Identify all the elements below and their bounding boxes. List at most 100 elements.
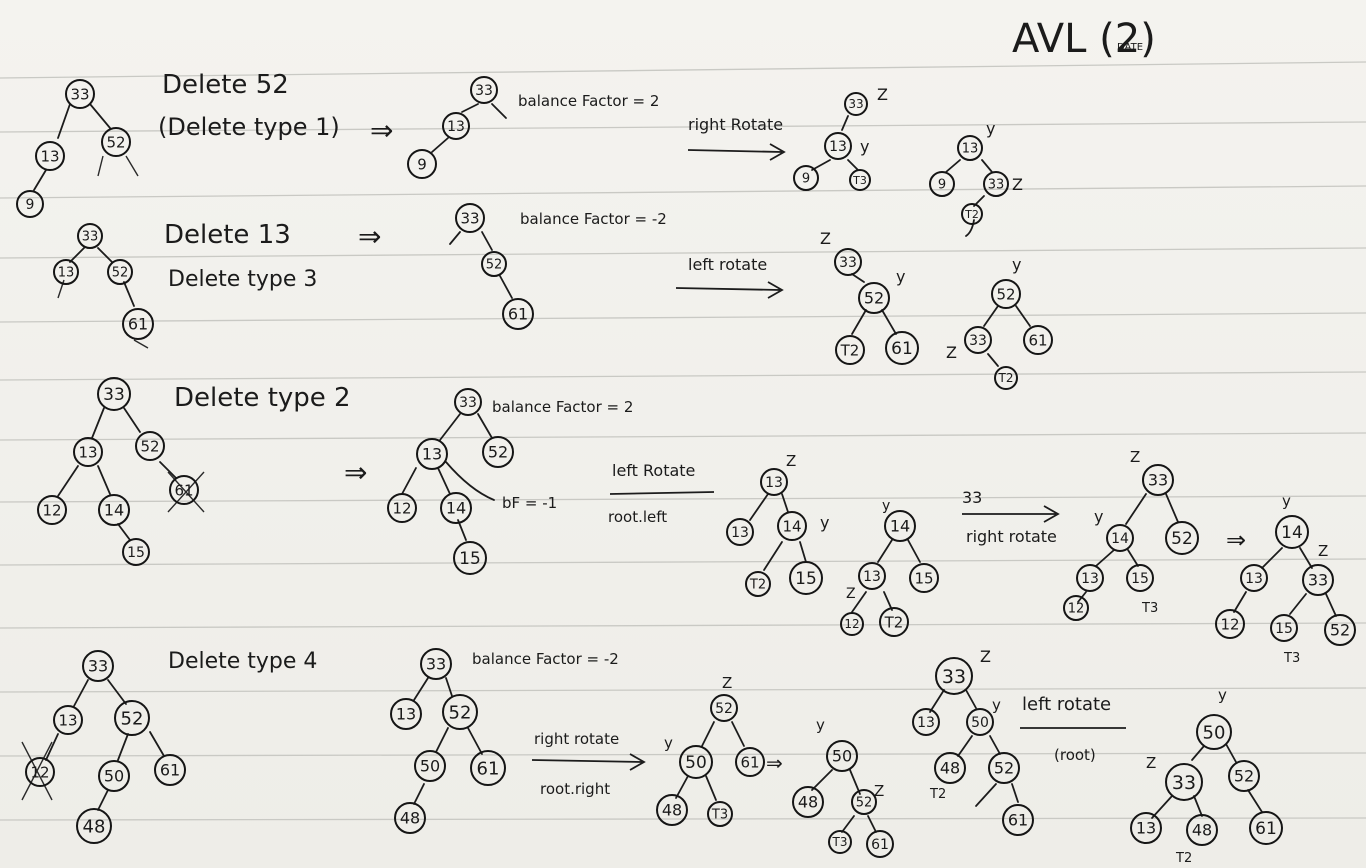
tree-node: 61 [169, 475, 199, 505]
node-circle [885, 331, 919, 365]
node-label: 13 [422, 445, 442, 464]
rotation-arrow [675, 281, 784, 299]
tree-node: 13 [35, 141, 65, 171]
tree-node: 13 [73, 437, 103, 467]
node-label: 52 [1171, 529, 1193, 549]
z-label: Z [874, 782, 884, 800]
node-circle [35, 141, 65, 171]
implies-arrow: ⇒ [766, 751, 783, 775]
tree-node: 48 [934, 752, 966, 784]
node-label: 9 [938, 178, 946, 193]
node-label: 61 [1255, 819, 1277, 839]
y-label: y [820, 513, 829, 532]
tree-node: T3 [828, 830, 852, 854]
tree-node: 14 [440, 492, 472, 524]
node-label: 13 [1245, 571, 1263, 587]
tree-node: T2 [961, 203, 983, 225]
node-label: 33 [460, 209, 479, 227]
node-label: 52 [864, 289, 884, 308]
tree-node: 13 [824, 132, 852, 160]
node-circle [169, 475, 199, 505]
node-label: 48 [83, 816, 106, 837]
section-4-rotation2: root.right [540, 780, 610, 798]
node-circle [957, 135, 983, 161]
y-label: y [1218, 686, 1227, 704]
tree-node: 48 [76, 808, 112, 844]
tree-node: 15 [122, 538, 150, 566]
tree-node: 15 [1270, 614, 1298, 642]
date-label: DATE [1117, 42, 1143, 53]
node-label: 13 [58, 266, 75, 281]
y-label: y [664, 734, 673, 752]
node-circle [53, 705, 83, 735]
node-label: T2 [964, 208, 979, 221]
implies-arrow: ⇒ [370, 114, 393, 147]
node-circle [470, 750, 506, 786]
node-circle [65, 79, 95, 109]
section-3-title: Delete type 2 [174, 383, 351, 413]
tree-node: 48 [656, 794, 688, 826]
node-circle [416, 438, 448, 470]
section-2: Delete 13 Delete type 3 ⇒ balance Factor… [57, 210, 1031, 367]
node-circle [1228, 760, 1260, 792]
node-circle [53, 259, 79, 285]
node-label: 14 [890, 517, 910, 536]
section-2-rotation: left rotate [688, 255, 767, 274]
node-label: 9 [802, 172, 810, 187]
node-label: 15 [795, 569, 817, 589]
node-label: 33 [459, 395, 477, 411]
node-circle [991, 279, 1021, 309]
section-4-step-rotation: left rotate [1022, 694, 1111, 715]
node-label: T3 [852, 174, 867, 187]
section-3-bf: balance Factor = 2 [492, 398, 633, 416]
node-circle [154, 754, 186, 786]
node-label: T2 [840, 341, 860, 359]
tree-node: 33 [1165, 763, 1203, 801]
node-label: 33 [88, 657, 108, 676]
node-circle [442, 112, 470, 140]
node-circle [442, 694, 478, 730]
tree-node: 9 [929, 171, 955, 197]
node-label: T2 [884, 613, 904, 631]
y-label: y [896, 267, 905, 286]
node-circle [114, 700, 150, 736]
tree-node: 52 [988, 752, 1020, 784]
page-title: AVL (2) [1012, 16, 1156, 62]
node-label: 61 [477, 758, 500, 779]
node-label: 13 [829, 139, 847, 155]
node-circle [858, 562, 886, 590]
node-circle [929, 171, 955, 197]
node-label: 12 [30, 763, 49, 781]
node-label: 15 [914, 569, 933, 587]
node-circle [851, 789, 877, 815]
tree-node: 13 [957, 135, 983, 161]
tree-node: 15 [1126, 564, 1154, 592]
tree-node: 14 [777, 511, 807, 541]
tree-node: 14 [884, 510, 916, 542]
z-label: Z [786, 452, 796, 470]
node-label: 52 [486, 258, 503, 273]
node-circle [1240, 564, 1268, 592]
node-circle [1142, 464, 1174, 496]
tree-node: 13 [726, 518, 754, 546]
node-label: 13 [731, 525, 749, 541]
node-label: 52 [994, 759, 1014, 778]
tree-node: 52 [851, 789, 877, 815]
node-label: 48 [940, 759, 960, 778]
tree-node: 50 [826, 740, 858, 772]
node-label: 13 [1136, 819, 1156, 838]
node-circle [1063, 595, 1089, 621]
y-label: y [816, 716, 825, 734]
node-circle [849, 169, 871, 191]
tree-node: 50 [98, 760, 130, 792]
y-label: y [1094, 507, 1103, 526]
tree-node: 50 [966, 708, 994, 736]
node-circle [1270, 614, 1298, 642]
tree-node: 13 [1240, 564, 1268, 592]
tree-node: 13 [1076, 564, 1104, 592]
t2-label: T2 [929, 787, 946, 802]
node-label: 13 [78, 443, 97, 461]
node-label: T3 [832, 835, 848, 849]
node-label: 61 [160, 761, 180, 780]
section-1-subtitle: (Delete type 1) [158, 113, 340, 141]
